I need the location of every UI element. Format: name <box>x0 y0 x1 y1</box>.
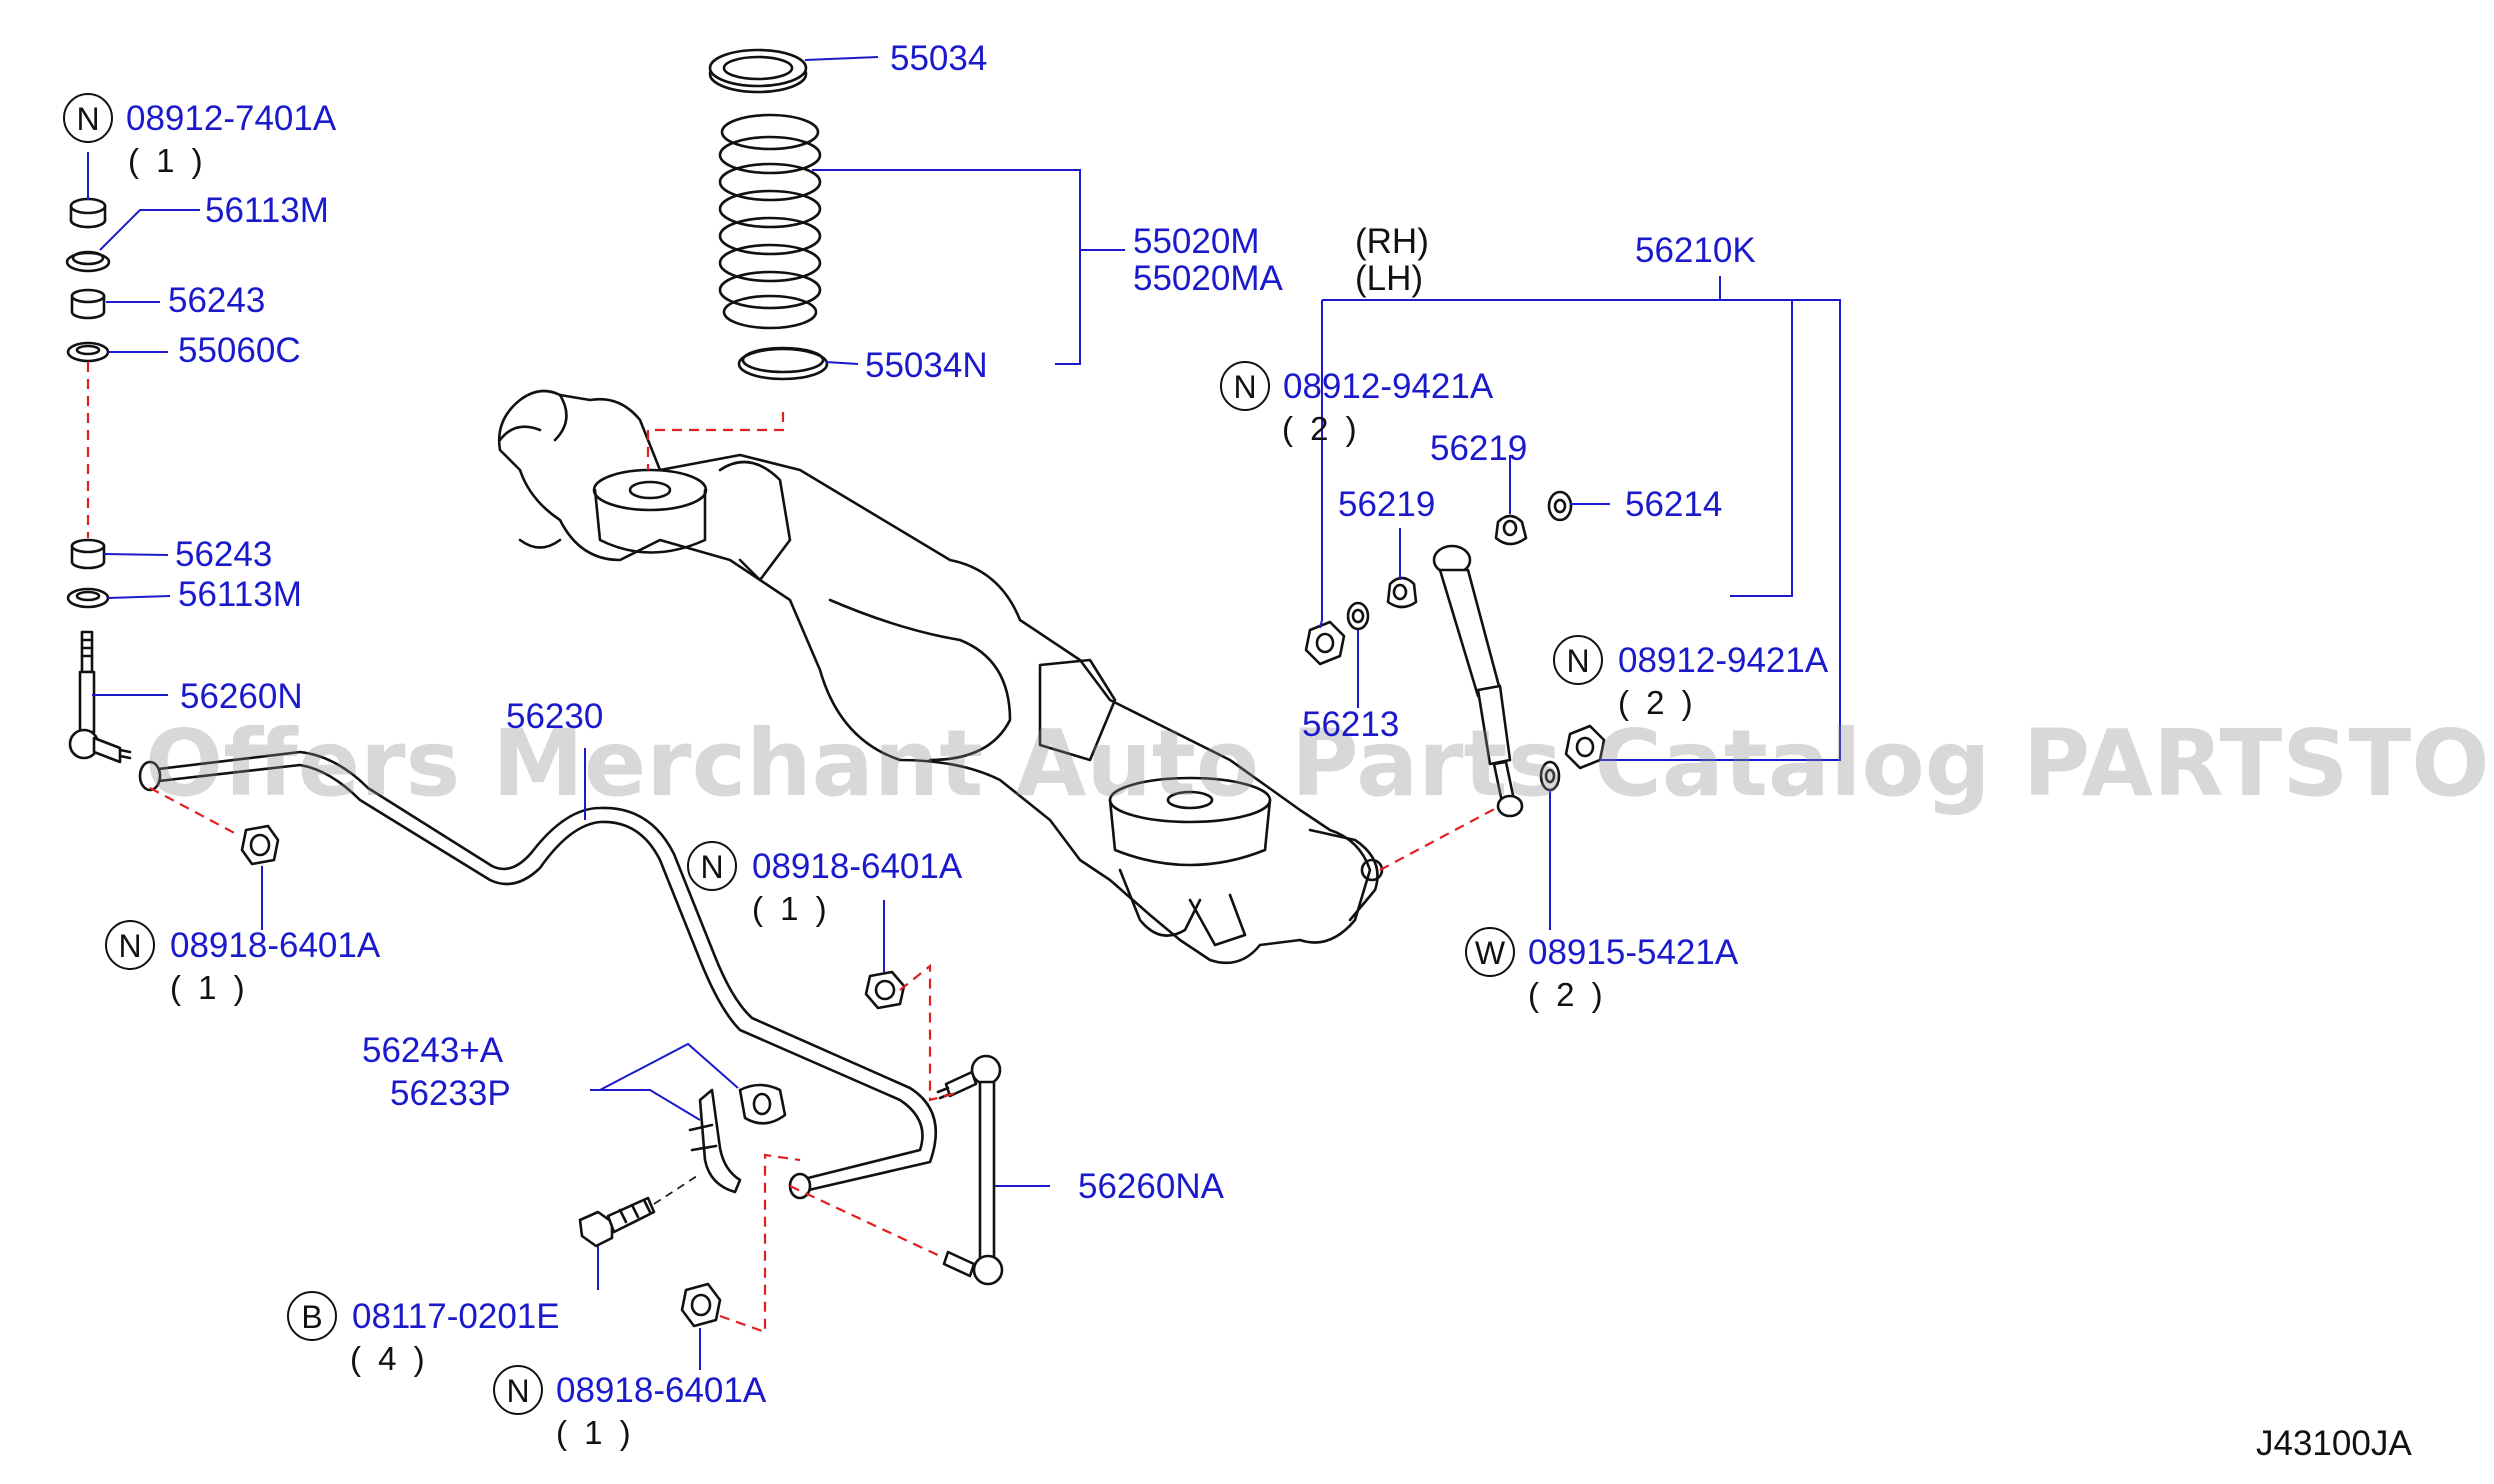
nut-bottom-icon <box>680 1282 722 1328</box>
label-56214[interactable]: 56214 <box>1625 485 1722 524</box>
svg-text:W: W <box>1475 935 1506 971</box>
label-55020MA[interactable]: 55020MA <box>1133 259 1283 298</box>
label-08912-9421A-lower[interactable]: 08912-9421A <box>1618 641 1829 680</box>
label-56113M-top[interactable]: 56113M <box>205 191 329 230</box>
bushing-clamp-icon <box>688 1083 787 1194</box>
label-56213[interactable]: 56213 <box>1302 705 1399 744</box>
assembly-dashed-lines <box>86 362 1501 1334</box>
label-56230[interactable]: 56230 <box>506 697 603 736</box>
coil-spring-icon <box>718 113 822 330</box>
bushing-stack-left-icon <box>65 197 111 609</box>
label-08918-6401A-mid[interactable]: 08918-6401A <box>752 847 963 886</box>
spring-seat-upper-icon <box>708 48 808 94</box>
label-08918-6401A-left[interactable]: 08918-6401A <box>170 926 381 965</box>
stabilizer-link-right-icon <box>936 1054 1004 1286</box>
qty-08918-6401A-bottom: ( 1 ) <box>556 1414 635 1451</box>
diagram-code: J43100JA <box>2256 1424 2412 1463</box>
badge-n-08918-6401A-mid: N <box>687 841 737 891</box>
badge-b-08117-0201E: B <box>287 1291 337 1341</box>
label-56219-upper[interactable]: 56219 <box>1430 429 1527 468</box>
svg-text:B: B <box>301 1299 322 1335</box>
label-56260N[interactable]: 56260N <box>180 677 303 716</box>
badge-w-08915-5421A: W <box>1465 927 1515 977</box>
shock-bushings-icon <box>1304 490 1573 666</box>
label-lh: (LH) <box>1355 259 1423 298</box>
label-56113M-lower[interactable]: 56113M <box>178 575 302 614</box>
label-56243-top[interactable]: 56243 <box>168 281 265 320</box>
svg-text:N: N <box>1233 369 1256 405</box>
label-56243A[interactable]: 56243+A <box>362 1031 504 1070</box>
qty-08912-9421A-upper: ( 2 ) <box>1282 410 1361 447</box>
label-55034[interactable]: 55034 <box>890 39 987 78</box>
stabilizer-link-left-icon <box>68 630 132 764</box>
label-08117-0201E[interactable]: 08117-0201E <box>352 1297 560 1336</box>
label-56233P[interactable]: 56233P <box>390 1074 511 1113</box>
shock-lower-hardware-icon <box>1539 724 1606 792</box>
svg-text:N: N <box>76 101 99 137</box>
badge-n-08912-9421A-lower: N <box>1553 635 1603 685</box>
qty-08912-7401A: ( 1 ) <box>128 142 207 179</box>
label-55060C[interactable]: 55060C <box>178 331 301 370</box>
qty-08918-6401A-mid: ( 1 ) <box>752 890 831 927</box>
qty-08117-0201E: ( 4 ) <box>350 1340 429 1377</box>
leader-lines <box>87 56 1841 1370</box>
label-08912-9421A-upper[interactable]: 08912-9421A <box>1283 367 1494 406</box>
qty-08912-9421A-lower: ( 2 ) <box>1618 684 1697 721</box>
shock-absorber-icon <box>1432 544 1524 818</box>
label-08915-5421A[interactable]: 08915-5421A <box>1528 933 1739 972</box>
label-56260NA[interactable]: 56260NA <box>1078 1167 1225 1206</box>
svg-text:N: N <box>1566 643 1589 679</box>
qty-08915-5421A: ( 2 ) <box>1528 976 1607 1013</box>
badge-n-08912-7401A: N <box>63 93 113 143</box>
label-55034N[interactable]: 55034N <box>865 346 988 385</box>
bolt-icon <box>578 1196 656 1248</box>
badge-n-08918-6401A-bottom: N <box>493 1365 543 1415</box>
label-56210K[interactable]: 56210K <box>1635 231 1756 270</box>
spring-seat-lower-icon <box>737 346 829 381</box>
label-56219-lower[interactable]: 56219 <box>1338 485 1435 524</box>
rear-axle-housing-icon <box>497 389 1384 965</box>
svg-text:N: N <box>118 928 141 964</box>
nut-mid-icon <box>864 970 906 1010</box>
badge-n-08918-6401A-left: N <box>105 920 155 970</box>
svg-text:N: N <box>506 1373 529 1409</box>
label-08912-7401A[interactable]: 08912-7401A <box>126 99 337 138</box>
label-55020M[interactable]: 55020M <box>1133 222 1259 261</box>
label-56243-lower[interactable]: 56243 <box>175 535 272 574</box>
label-08918-6401A-bottom[interactable]: 08918-6401A <box>556 1371 767 1410</box>
watermark: Offers Merchant Auto Parts Catalog PARTS… <box>145 710 2494 817</box>
label-rh: (RH) <box>1355 222 1429 261</box>
stabilizer-bar-icon <box>138 750 938 1200</box>
badge-n-08912-9421A-upper: N <box>1220 361 1270 411</box>
qty-08918-6401A-left: ( 1 ) <box>170 969 249 1006</box>
nut-left-icon <box>240 824 280 866</box>
svg-text:N: N <box>700 849 723 885</box>
